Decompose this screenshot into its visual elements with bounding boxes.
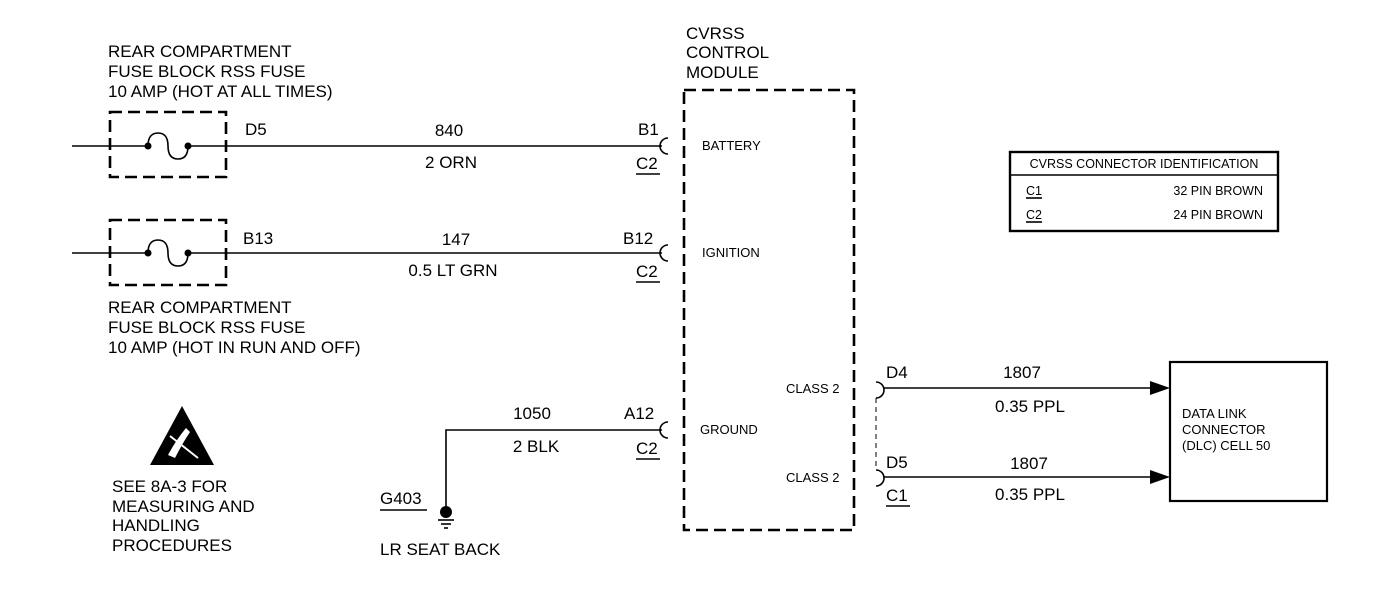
module-title-line-3: MODULE: [686, 63, 759, 82]
module-outline: [682, 88, 856, 532]
wire-class2-a: D4 1807 0.35 PPL: [875, 363, 1170, 416]
wire-class2-b: D5 1807 0.35 PPL C1: [875, 453, 1170, 507]
connector-id-table: CVRSS CONNECTOR IDENTIFICATION C1 32 PIN…: [1008, 150, 1280, 233]
wire-ignition-gauge-color: 0.5 LT GRN: [408, 261, 497, 280]
fuse-top-element-icon: [147, 132, 189, 160]
wire-ground-circuit: 1050: [513, 404, 551, 423]
fuse-bottom-terminal: B13: [243, 229, 273, 248]
esd-note-line-1: SEE 8A-3 FOR: [112, 477, 227, 496]
cvrss-control-module: CVRSS CONTROL MODULE BATTERY IGNITION GR…: [682, 24, 856, 532]
wire-battery-circuit: 840: [435, 121, 463, 140]
esd-note-line-3: HANDLING: [112, 516, 200, 535]
module-title-line-1: CVRSS: [686, 24, 745, 43]
ground-point-id: G403: [380, 489, 422, 508]
fuse-bottom-element-icon: [147, 239, 189, 267]
fuse-top-label-line-3: 10 AMP (HOT AT ALL TIMES): [108, 82, 333, 101]
ground-point-dot: [440, 506, 452, 518]
wire-battery-connector-icon: [659, 137, 669, 155]
wire-battery: 840 2 ORN B1 C2: [188, 120, 669, 175]
wire-class2-b-connector: C1: [886, 486, 908, 505]
wire-ground-pin: A12: [624, 404, 654, 423]
fuse-bottom-label-line-1: REAR COMPARTMENT: [108, 298, 292, 317]
pin-label-class2-b: CLASS 2: [786, 470, 839, 485]
fuse-bottom: B13 REAR COMPARTMENT FUSE BLOCK RSS FUSE…: [72, 218, 361, 357]
fuse-top-terminal: D5: [245, 120, 267, 139]
pin-label-class2-a: CLASS 2: [786, 381, 839, 396]
connector-table-row-1-desc: 32 PIN BROWN: [1173, 184, 1263, 198]
wire-class2-a-arrow-icon: [1150, 381, 1170, 395]
dlc-label-line-3: (DLC) CELL 50: [1182, 438, 1270, 453]
wire-ground-line: [445, 429, 662, 512]
wire-battery-gauge-color: 2 ORN: [425, 153, 477, 172]
wire-battery-pin: B1: [638, 120, 659, 139]
esd-note-line-4: PROCEDURES: [112, 536, 232, 555]
connector-table-border: [1008, 150, 1280, 233]
wire-ignition-circuit: 147: [442, 230, 470, 249]
wire-ground-gauge-color: 2 BLK: [513, 437, 560, 456]
module-title-line-2: CONTROL: [686, 43, 769, 62]
fuse-top-label-line-1: REAR COMPARTMENT: [108, 42, 292, 61]
wire-class2-b-pin: D5: [886, 453, 908, 472]
wire-class2-b-connector-icon: [875, 469, 885, 487]
fuse-bottom-label-line-2: FUSE BLOCK RSS FUSE: [108, 318, 305, 337]
wire-class2-b-circuit: 1807: [1010, 454, 1048, 473]
wire-battery-connector: C2: [636, 154, 658, 173]
esd-slash-glyph: [169, 435, 199, 459]
wire-ground-connector: C2: [636, 439, 658, 458]
wire-class2-b-arrow-icon: [1150, 470, 1170, 484]
ground-point: G403 LR SEAT BACK: [380, 489, 501, 559]
ground-point-location: LR SEAT BACK: [380, 540, 501, 559]
wire-ground: 1050 2 BLK A12 C2: [445, 404, 669, 512]
wire-ignition: 147 0.5 LT GRN B12 C2: [188, 229, 669, 283]
fuse-top: REAR COMPARTMENT FUSE BLOCK RSS FUSE 10 …: [72, 42, 333, 179]
esd-note: SEE 8A-3 FOR MEASURING AND HANDLING PROC…: [112, 406, 255, 555]
fuse-bottom-label-line-3: 10 AMP (HOT IN RUN AND OFF): [108, 338, 361, 357]
dlc-label-line-2: CONNECTOR: [1182, 422, 1266, 437]
dlc-outline: [1168, 360, 1329, 503]
connector-table-row-2-desc: 24 PIN BROWN: [1173, 208, 1263, 222]
connector-table-row-1-id: C1: [1026, 184, 1042, 198]
wire-ignition-pin: B12: [623, 229, 653, 248]
wire-class2-b-gauge-color: 0.35 PPL: [995, 485, 1065, 504]
wire-ignition-connector: C2: [636, 262, 658, 281]
connector-table-row-2-id: C2: [1026, 208, 1042, 222]
pin-label-ignition: IGNITION: [702, 245, 760, 260]
fuse-top-label-line-2: FUSE BLOCK RSS FUSE: [108, 62, 305, 81]
wire-class2-a-gauge-color: 0.35 PPL: [995, 397, 1065, 416]
wire-class2-a-circuit: 1807: [1003, 363, 1041, 382]
wire-ignition-connector-icon: [659, 244, 669, 262]
dlc-label-line-1: DATA LINK: [1182, 406, 1247, 421]
wire-ground-connector-icon: [659, 421, 669, 439]
pin-label-ground: GROUND: [700, 422, 758, 437]
fuse-top-block-outline: [108, 110, 228, 179]
pin-label-battery: BATTERY: [702, 138, 761, 153]
data-link-connector: DATA LINK CONNECTOR (DLC) CELL 50: [1168, 360, 1329, 503]
wire-class2-a-pin: D4: [886, 363, 908, 382]
wire-class2-a-connector-icon: [875, 381, 885, 399]
esd-note-line-2: MEASURING AND: [112, 497, 255, 516]
connector-table-title: CVRSS CONNECTOR IDENTIFICATION: [1030, 157, 1259, 171]
